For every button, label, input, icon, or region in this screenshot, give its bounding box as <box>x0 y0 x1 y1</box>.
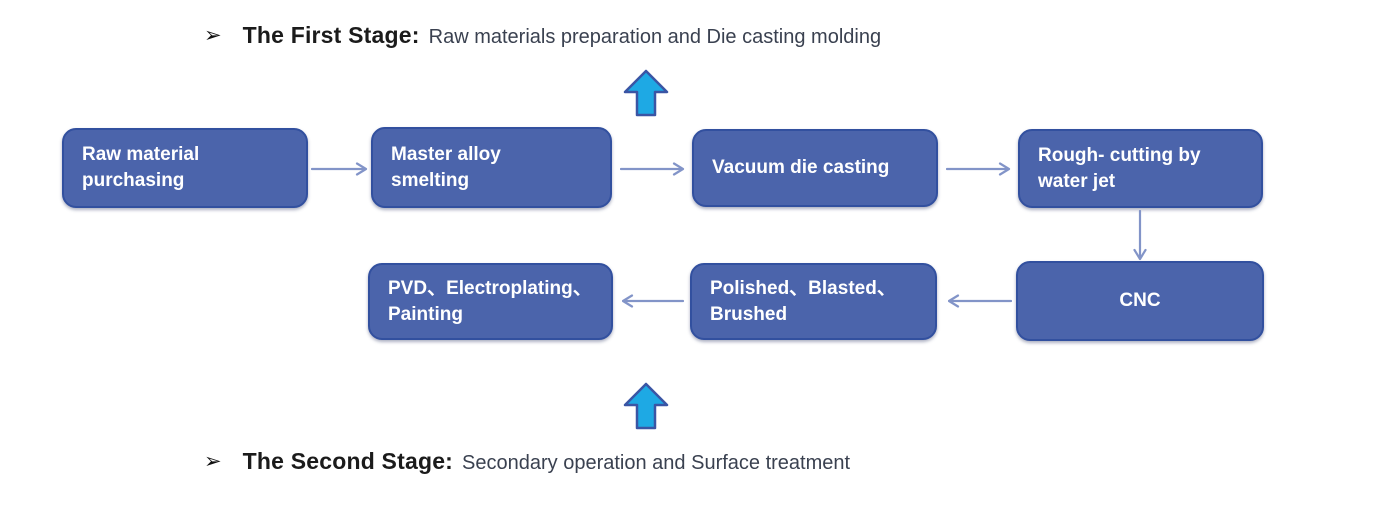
first-stage-title: The First Stage: <box>242 22 420 48</box>
arrow-raw-to-master-icon <box>311 162 368 176</box>
node-label: Master alloy smelting <box>391 143 501 191</box>
flow-node-pvd-electroplating-painting: PVD、Electroplating、Painting <box>368 263 613 340</box>
second-stage-title: The Second Stage: <box>242 448 454 474</box>
second-stage-subtitle: Secondary operation and Surface treatmen… <box>462 452 851 474</box>
flow-node-polished-blasted-brushed: Polished、Blasted、Brushed <box>690 263 937 340</box>
node-label: Polished、Blasted、Brushed <box>710 277 896 325</box>
flow-node-raw-material-purchasing: Raw material purchasing <box>62 128 308 208</box>
up-block-arrow-icon <box>623 69 669 117</box>
arrow-rough-to-cnc-icon <box>1133 210 1147 261</box>
flow-node-cnc: CNC <box>1016 261 1264 341</box>
second-stage-header: ➢ The Second Stage: Secondary operation … <box>204 448 850 475</box>
arrowhead-bullet-icon: ➢ <box>204 450 222 473</box>
node-label: Raw material purchasing <box>82 144 200 191</box>
flow-node-master-alloy-smelting: Master alloy smelting <box>371 127 612 208</box>
arrow-vacuum-to-rough-icon <box>946 162 1011 176</box>
node-label: Rough- cutting by water jet <box>1038 144 1201 192</box>
arrow-master-to-vacuum-icon <box>620 162 685 176</box>
node-label: Vacuum die casting <box>712 157 890 178</box>
arrow-polished-to-pvd-icon <box>622 294 684 308</box>
first-stage-header: ➢ The First Stage: Raw materials prepara… <box>204 22 881 49</box>
up-block-arrow-icon <box>623 382 669 430</box>
arrow-cnc-to-polished-icon <box>948 294 1012 308</box>
flow-node-rough-cutting-by-water-jet: Rough- cutting by water jet <box>1018 129 1263 208</box>
arrowhead-bullet-icon: ➢ <box>204 24 222 47</box>
node-label: CNC <box>1119 290 1161 311</box>
first-stage-subtitle: Raw materials preparation and Die castin… <box>428 26 882 48</box>
node-label: PVD、Electroplating、Painting <box>388 277 592 325</box>
flow-node-vacuum-die-casting: Vacuum die casting <box>692 129 938 207</box>
